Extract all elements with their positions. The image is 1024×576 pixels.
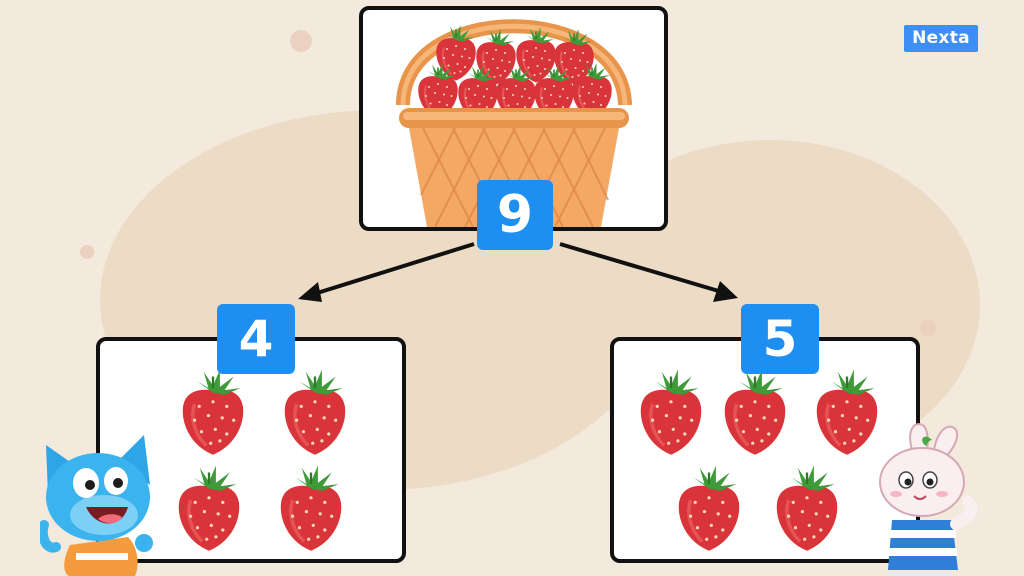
part-card-right [610, 337, 920, 563]
strawberry-icon [674, 461, 744, 553]
strawberry-icon [772, 461, 842, 553]
arrow-left [313, 242, 475, 296]
whole-card [359, 6, 668, 231]
background-dot [920, 320, 936, 336]
background-dot [290, 30, 312, 52]
strawberry-basket-icon [396, 19, 632, 227]
background-dot [80, 245, 94, 259]
bunny-character [879, 423, 978, 570]
arrow-right [559, 242, 723, 294]
arrow-left-head [298, 282, 322, 302]
part-number-badge-right: 5 [741, 304, 819, 374]
strawberry-icon [636, 365, 706, 457]
strawberry-icon [276, 461, 346, 553]
strawberry-icon [720, 365, 790, 457]
blue-cat-character [40, 435, 153, 576]
brand-logo: Nexta [904, 25, 978, 52]
strawberry-icon [178, 365, 248, 457]
strawberry-icon [280, 365, 350, 457]
arrow-right-head [713, 281, 738, 302]
part-number-badge-left: 4 [217, 304, 295, 374]
whole-number-badge: 9 [477, 180, 553, 250]
strawberry-icon [174, 461, 244, 553]
